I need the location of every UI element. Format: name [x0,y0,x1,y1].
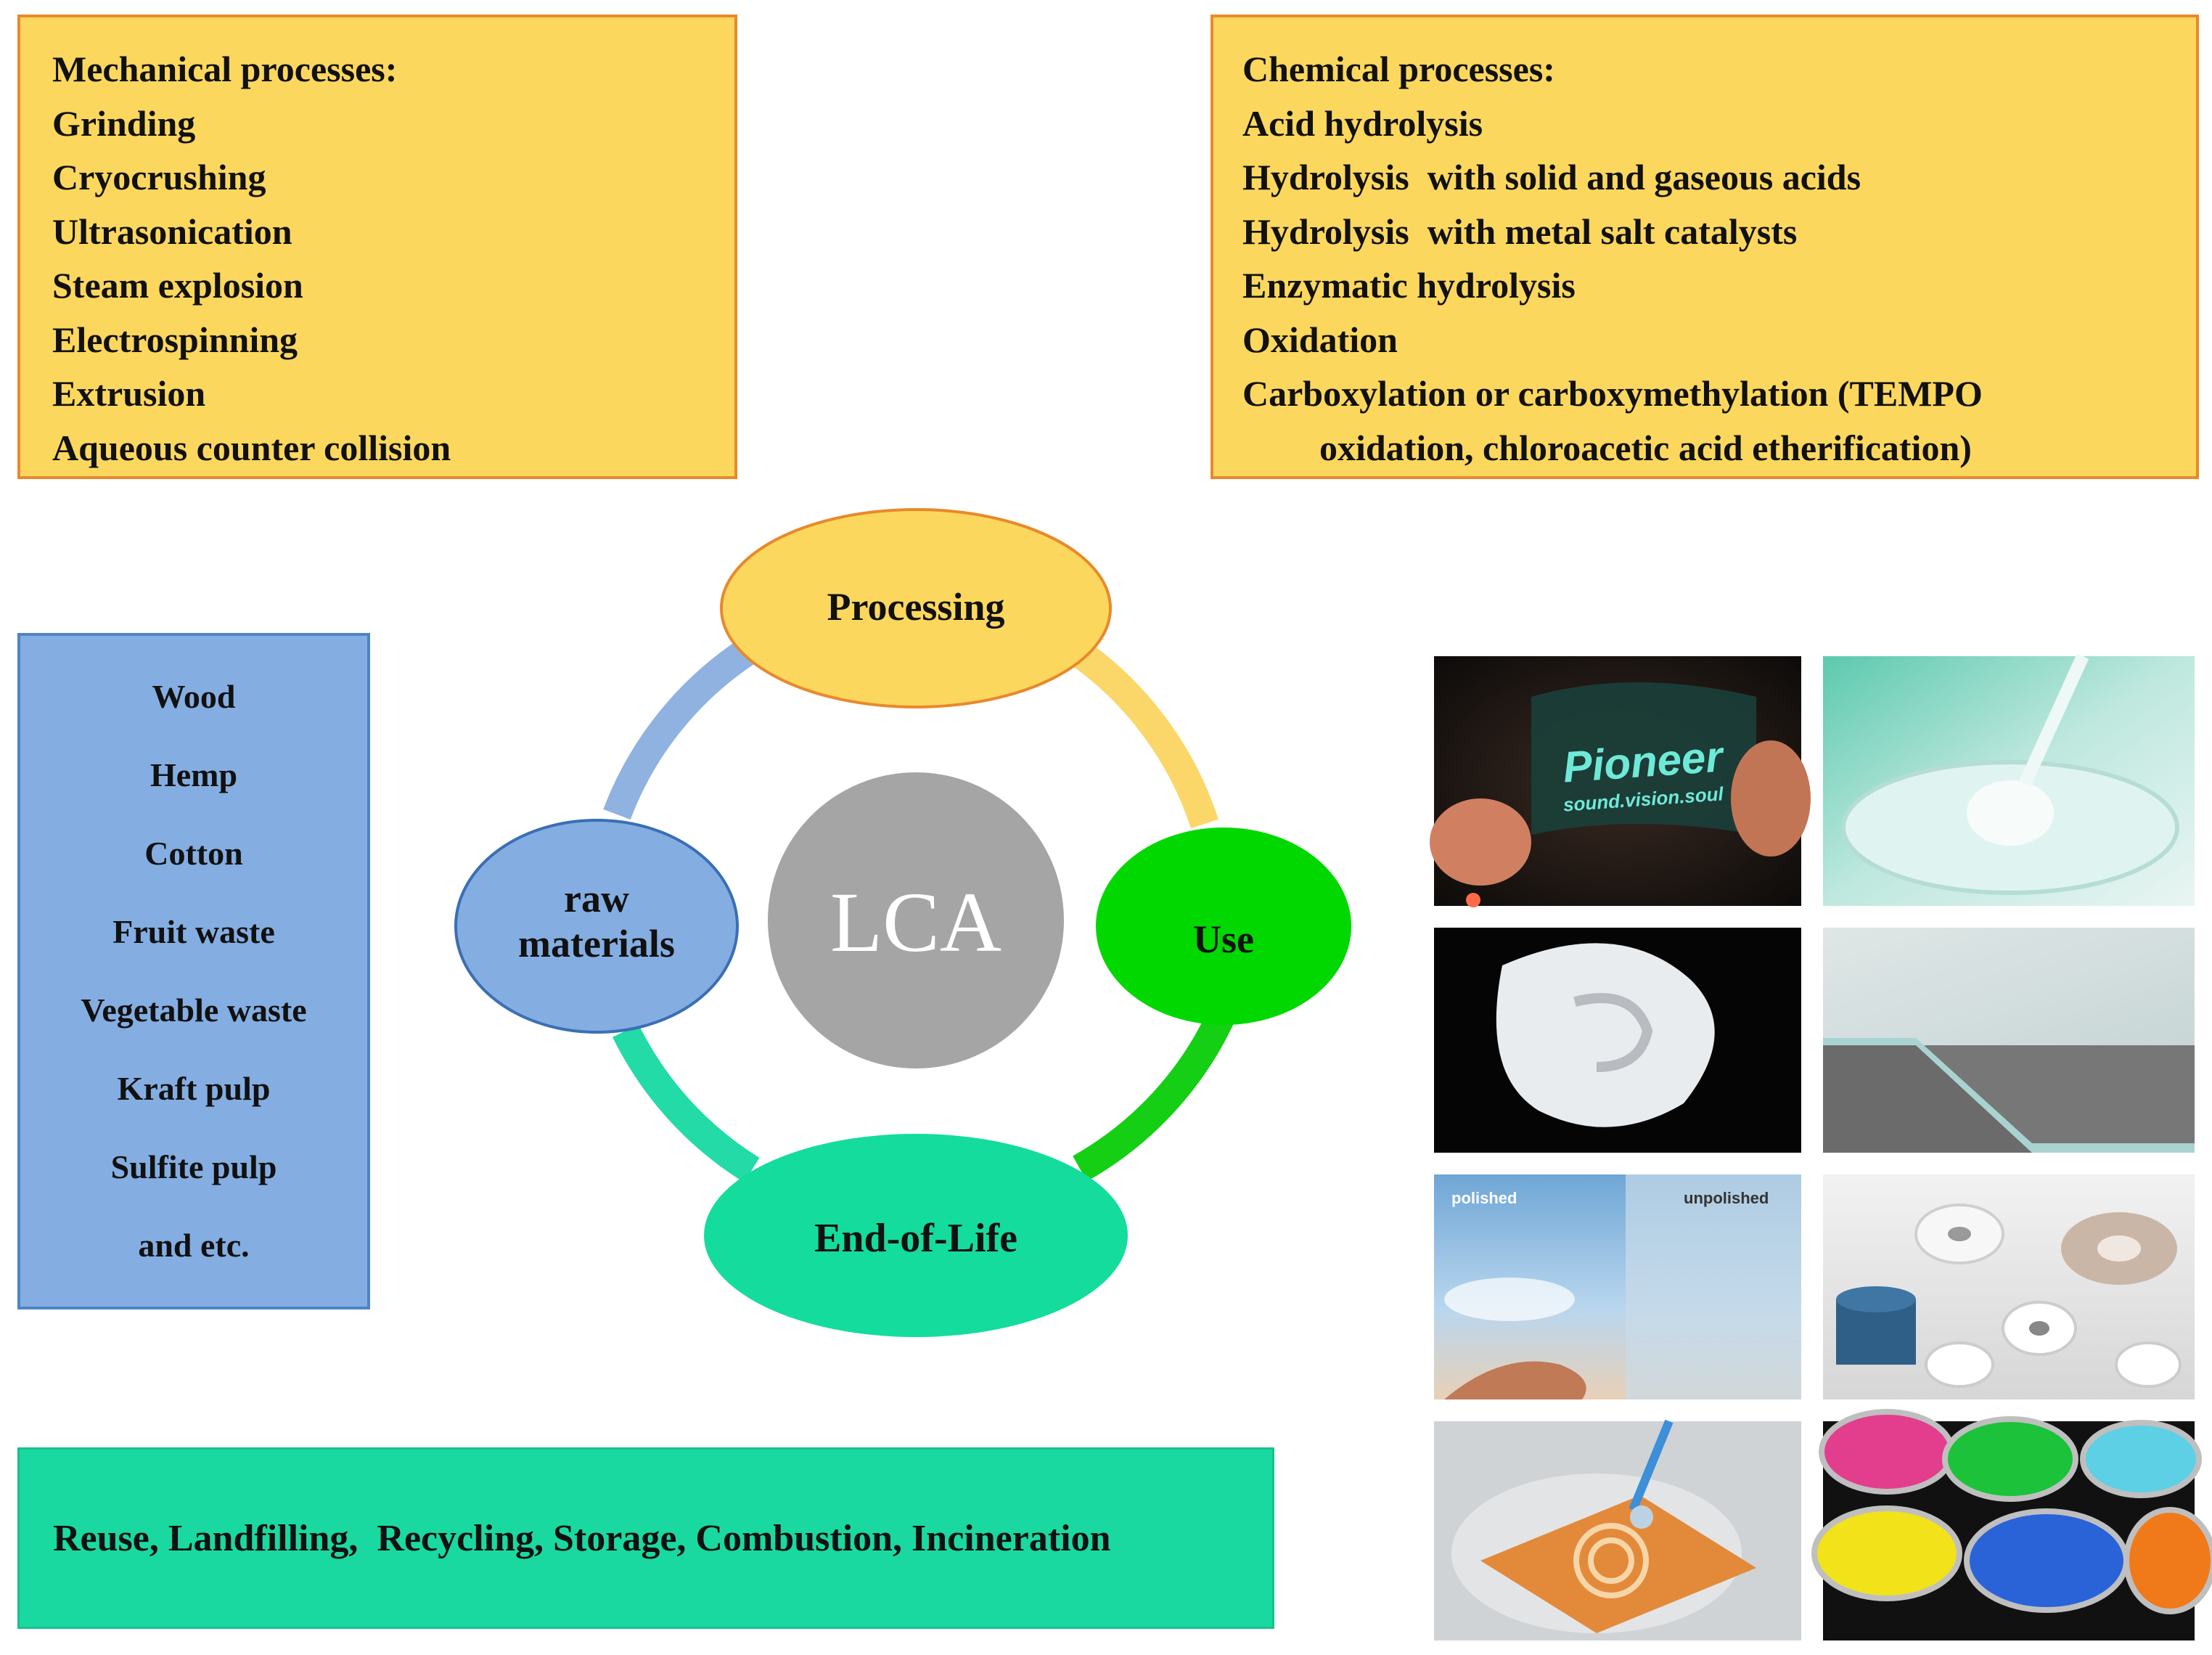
lca-center-circle [768,772,1064,1068]
pioneer-brand-text: Pioneer [1561,732,1726,791]
chemical-item: Oxidation [1242,319,1398,360]
raw-sources-box: Wood Hemp Cotton Fruit waste Vegetable w… [17,633,370,1309]
mechanical-item: Steam explosion [52,265,303,306]
end-of-life-options-box: Reuse, Landfilling, Recycling, Storage, … [17,1447,1274,1629]
mechanical-item: Ultrasonication [52,211,292,252]
photo-flexible-display: Pioneer sound.vision.soul [1430,656,1811,907]
chemical-item: Carboxylation or carboxymethylation (TEM… [1242,373,1983,414]
raw-source-item: Hemp [149,756,238,793]
mechanical-processes-box: Mechanical processes: Grinding Cryocrush… [17,15,737,479]
mechanical-title: Mechanical processes: [52,49,398,89]
ring-arc-processing-to-use [1071,641,1219,829]
unpolished-label: unpolished [1684,1189,1769,1207]
raw-materials-label-line2: materials [518,922,675,965]
ring-arc-use-to-eol [1073,1006,1237,1182]
end-of-life-options-text: Reuse, Landfilling, Recycling, Storage, … [53,1517,1111,1559]
raw-source-item: Vegetable waste [81,992,307,1029]
processing-label: Processing [827,585,1005,629]
photo-hydrogel-dish [1823,653,2195,906]
raw-source-item: and etc. [138,1227,250,1264]
photo-gel-object [1434,928,1801,1153]
ring-arc-eol-to-raw [613,1024,760,1183]
mechanical-item: Electrospinning [52,319,298,360]
chemical-item: Enzymatic hydrolysis [1242,265,1576,306]
chemical-item: Hydrolysis with solid and gaseous acids [1242,157,1861,197]
use-label: Use [1193,918,1254,961]
raw-source-item: Sulfite pulp [110,1148,277,1185]
ring-arc-raw-to-processing [603,636,760,820]
mechanical-item: Aqueous counter collision [52,427,451,468]
raw-source-item: Fruit waste [112,913,275,950]
chemical-item: Acid hydrolysis [1242,102,1483,144]
photo-transparent-film: polished unpolished [1434,1174,1801,1399]
raw-materials-node [454,819,739,1034]
lca-center-label: LCA [830,875,1001,970]
chemical-item: Hydrolysis with metal salt catalysts [1242,211,1798,252]
mechanical-item: Grinding [52,102,196,144]
photo-printed-circuit [1434,1419,1801,1640]
raw-source-item: Wood [152,678,236,715]
chemical-title: Chemical processes: [1242,49,1555,89]
chemical-processes-box: Chemical processes: Acid hydrolysis Hydr… [1211,15,2199,479]
raw-source-item: Cotton [144,835,243,872]
photo-board-sheet [1823,928,2195,1153]
photo-paint-cans [1811,1409,2212,1640]
raw-materials-label-line1: raw [564,877,629,920]
mechanical-item: Extrusion [52,373,206,414]
end-of-life-label: End-of-Life [814,1216,1017,1261]
mechanical-item: Cryocrushing [52,157,266,197]
raw-source-item: Kraft pulp [117,1070,271,1107]
polished-label: polished [1451,1189,1517,1207]
use-node [1096,828,1351,1025]
chemical-item-continuation: oxidation, chloroacetic acid etherificat… [1319,427,1972,468]
photo-paper-rolls [1823,1174,2195,1399]
end-of-life-node [704,1134,1128,1337]
processing-node [720,508,1112,708]
